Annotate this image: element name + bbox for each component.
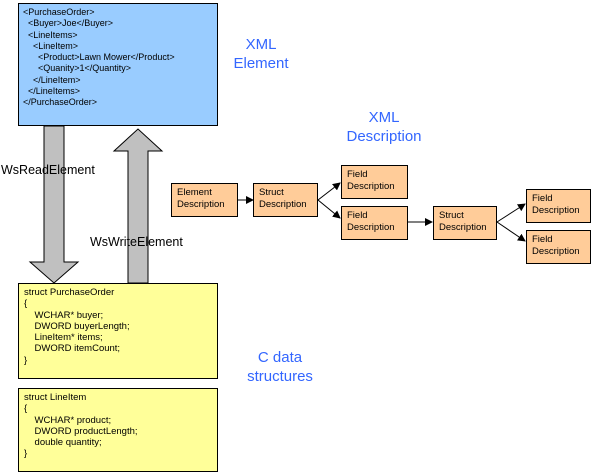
struct-description-node: Struct Description [433,206,497,240]
label-line: C data [257,349,303,366]
field-description-node: Field Description [526,230,591,264]
label-line: Element [233,55,289,72]
node-text: Description [347,222,395,233]
connector-struct-to-field-1 [317,182,341,201]
code-line: { [24,298,28,310]
code-line: } [24,354,28,366]
read-element-label: WsReadElement [1,163,95,177]
line-item-struct-box: struct LineItem { WCHAR* product; DWORD … [18,388,218,472]
connector-struct2-to-field-3 [496,203,526,223]
node-text: Description [439,222,487,233]
field-description-node: Field Description [341,165,408,199]
node-text: Description [347,181,395,192]
xml-line: <LineItem> [23,40,79,51]
node-text: Struct [439,210,464,221]
label-line: XML [368,109,400,126]
code-line: WCHAR* buyer; [24,309,104,321]
connector-struct2-to-field-4 [496,221,526,242]
xml-line: <Buyer>Joe</Buyer> [23,18,114,29]
write-element-label: WsWriteElement [90,235,183,249]
code-line: struct PurchaseOrder [24,287,115,298]
node-text: Field [347,210,368,221]
xml-description-label: XML Description [334,108,434,146]
node-text: Description [532,246,580,257]
xml-element-box: <PurchaseOrder> <Buyer>Joe</Buyer> <Line… [18,3,218,126]
node-text: Description [177,199,225,210]
label-line: Description [346,128,422,145]
struct-description-node: Struct Description [253,183,318,217]
write-element-arrow [112,128,164,284]
node-text: Field [347,169,368,180]
c-data-structures-label: C data structures [230,348,330,386]
code-line: DWORD itemCount; [24,343,121,355]
purchase-order-struct-box: struct PurchaseOrder { WCHAR* buyer; DWO… [18,283,218,379]
xml-line: </PurchaseOrder> [23,97,98,108]
xml-line: </LineItem> [23,74,81,85]
xml-line: <Quanity>1</Quantity> [23,63,132,74]
code-line: } [24,448,28,460]
field-description-node: Field Description [526,189,591,223]
xml-line: <LineItems> [23,29,78,40]
label-line: XML [245,36,277,53]
code-line: DWORD productLength; [24,425,138,437]
element-description-node: Element Description [171,183,238,217]
code-line: WCHAR* product; [24,414,112,426]
node-text: Field [532,234,553,245]
code-line: LineItem* items; [24,332,103,344]
code-line: double quantity; [24,437,102,449]
code-line: { [24,403,28,415]
node-text: Field [532,193,553,204]
node-text: Struct [259,187,284,198]
xml-line: </LineItems> [23,86,81,97]
xml-element-label: XML Element [222,35,300,73]
code-line: DWORD buyerLength; [24,320,130,332]
code-line: struct LineItem [24,392,87,403]
field-description-node: Field Description [341,206,408,240]
node-text: Description [259,199,307,210]
xml-line: <Product>Lawn Mower</Product> [23,52,175,63]
xml-line: <PurchaseOrder> [23,7,95,17]
connector-struct-to-field-2 [317,199,341,219]
node-text: Element [177,187,212,198]
read-element-arrow [28,125,80,284]
node-text: Description [532,205,580,216]
label-line: structures [247,368,313,385]
